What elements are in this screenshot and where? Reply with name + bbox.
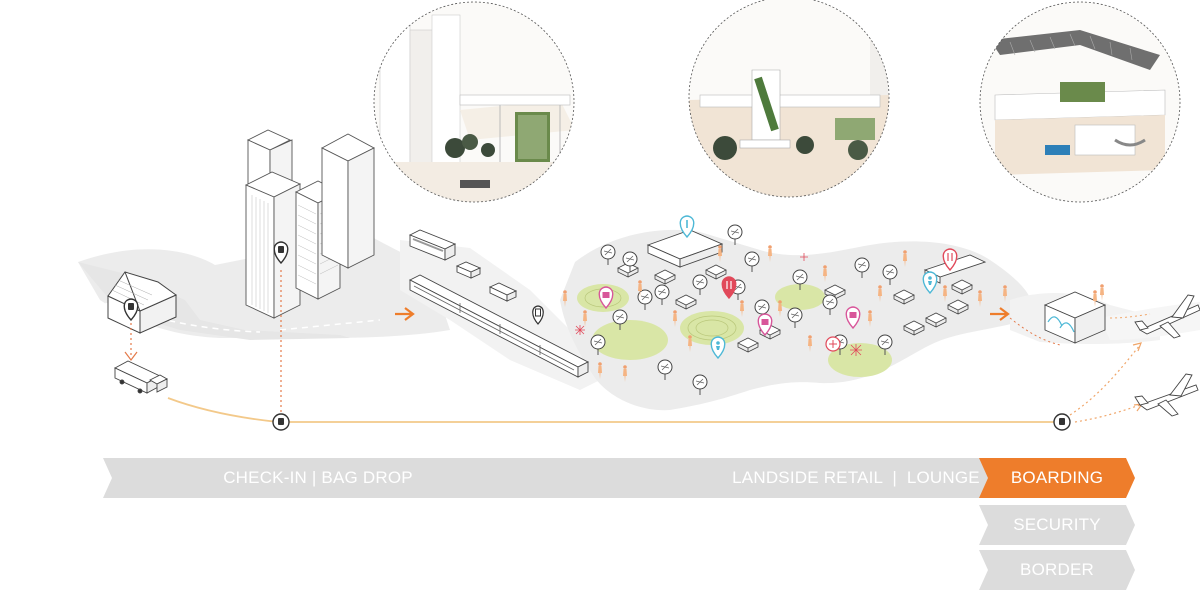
- luggage-marker-icon: [1053, 413, 1071, 431]
- car-icon: [455, 261, 482, 279]
- lawns: [577, 284, 892, 377]
- luggage-marker-icon: [123, 298, 139, 322]
- event-marker-icon: [825, 336, 841, 352]
- flow-arrow-icon: [124, 351, 138, 361]
- luggage-marker-icon: [273, 241, 289, 265]
- airplane-icon: [1134, 294, 1200, 339]
- road-dashes: [94, 299, 381, 333]
- bus-icon: [408, 229, 457, 261]
- info-kiosk: [646, 229, 724, 268]
- lawn: [775, 284, 825, 310]
- stage-bar-border: BORDER: [979, 550, 1135, 590]
- gate-to-plane-line: [1069, 344, 1141, 416]
- gate-to-plane-line-2: [1074, 404, 1141, 423]
- detail-circle-retail: [688, 0, 890, 198]
- sparkle-icon: [575, 253, 862, 356]
- stage-bar-checkin: CHECK-IN | BAG DROP: [103, 458, 533, 498]
- train-icon: [409, 274, 589, 378]
- shop-marker-icon: [757, 313, 773, 337]
- office-towers: [244, 129, 375, 319]
- detail-circle-checkin: [373, 1, 575, 203]
- stage-label-border: BORDER: [1020, 560, 1094, 579]
- shop-marker-icon: [598, 286, 614, 310]
- food-marker-icon: [721, 276, 737, 300]
- flow-arrow-icon: [990, 307, 1010, 321]
- info-marker-icon: [679, 215, 695, 239]
- bag-route-line: [167, 397, 1062, 423]
- stage-label-checkin: CHECK-IN | BAG DROP: [223, 468, 413, 487]
- toilet-marker-icon: [710, 336, 726, 360]
- toilet-marker-icon: [922, 271, 938, 295]
- stage-bar-landside: LANDSIDE RETAIL | LOUNGE: [523, 458, 989, 498]
- food-marker-icon: [942, 248, 958, 272]
- car-icon: [488, 282, 518, 302]
- stage-bar-boarding: BOARDING: [979, 458, 1135, 498]
- truck-icon: [113, 360, 168, 394]
- stage-label-landside: LANDSIDE RETAIL | LOUNGE: [732, 468, 980, 487]
- flow-arrow-icon: [1132, 342, 1142, 352]
- shop-marker-icon: [845, 306, 861, 330]
- detail-circle-boarding: [979, 1, 1181, 203]
- luggage-marker-icon: [272, 413, 290, 431]
- lawn: [592, 320, 668, 360]
- stage-label-security: SECURITY: [1013, 515, 1101, 534]
- flow-arrow-icon: [395, 307, 415, 321]
- stage-bar-security: SECURITY: [979, 505, 1135, 545]
- boarding-gate: [1043, 291, 1107, 344]
- lawn: [680, 311, 744, 345]
- airplane-icon: [1134, 373, 1199, 417]
- stage-label-boarding: BOARDING: [1010, 468, 1104, 487]
- lawn: [828, 343, 892, 377]
- door-marker-icon: [532, 305, 544, 325]
